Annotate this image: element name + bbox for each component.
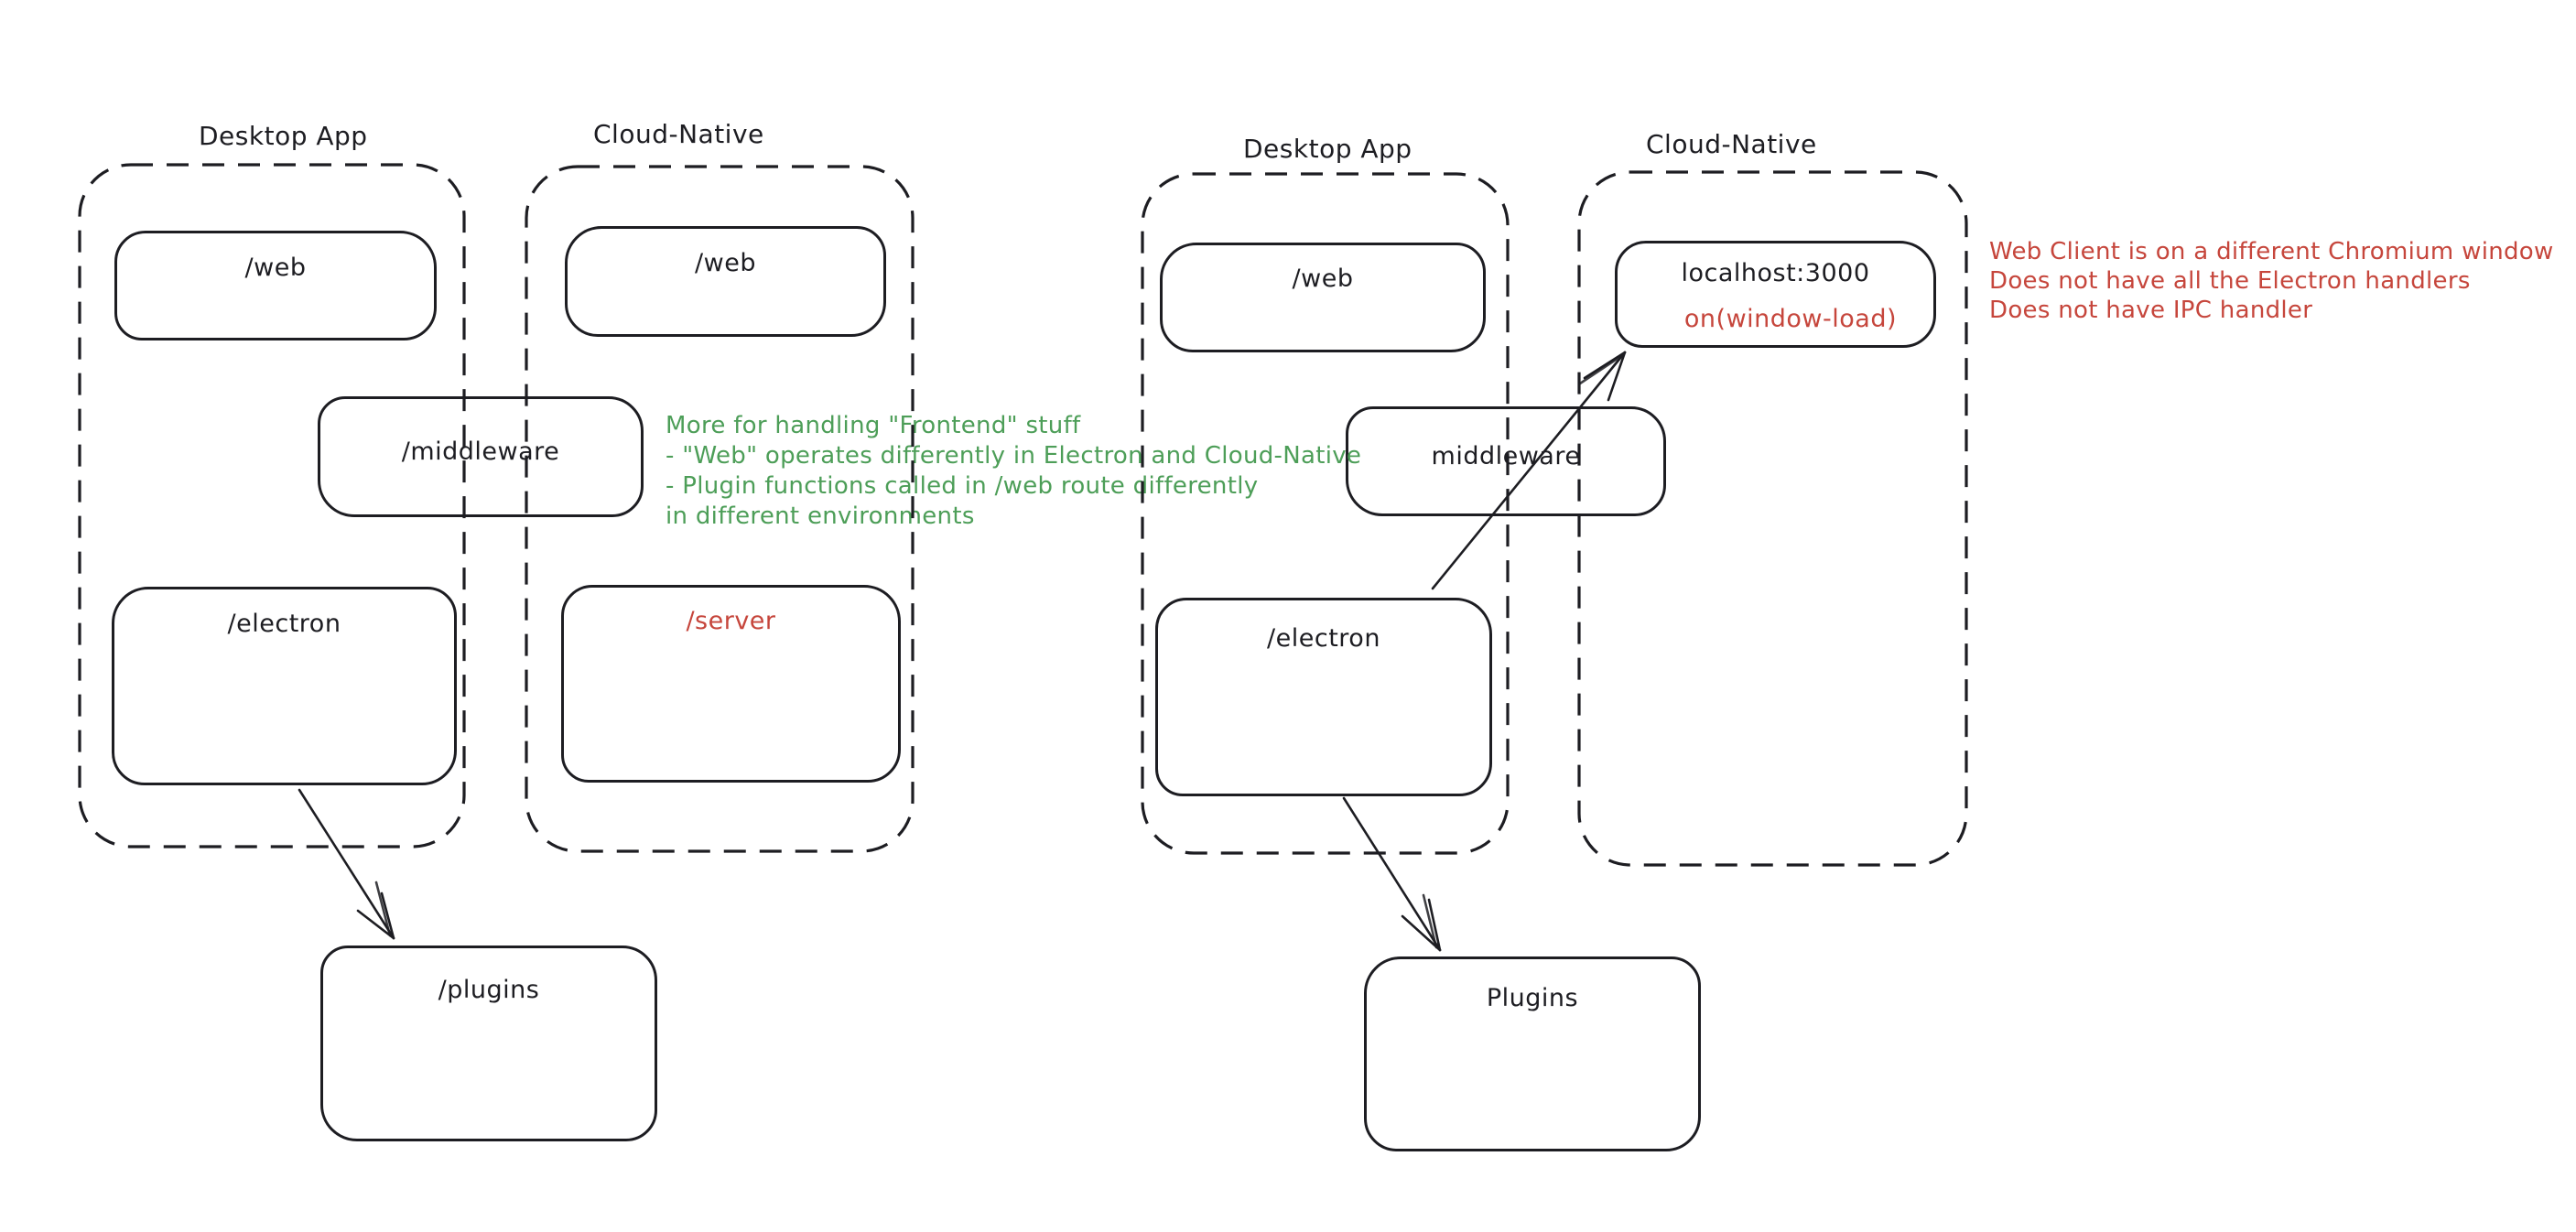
green-note-line-3: - Plugin functions called in /web route … bbox=[666, 472, 1259, 500]
right-cloud-native-container[interactable] bbox=[1577, 170, 1968, 867]
arrow-right-electron-to-localhost[interactable] bbox=[1431, 351, 1627, 590]
red-web-client-note[interactable]: Web Client is on a different Chromium wi… bbox=[1989, 237, 2554, 325]
right-middleware-label: middleware bbox=[1431, 442, 1581, 470]
left-web-desktop-label: /web bbox=[244, 254, 307, 282]
right-web-box[interactable]: /web bbox=[1160, 243, 1486, 352]
left-electron-label: /electron bbox=[227, 610, 341, 638]
left-plugins-box[interactable]: /plugins bbox=[320, 946, 657, 1141]
right-desktop-app-container[interactable] bbox=[1141, 172, 1510, 855]
green-note-line-1: More for handling "Frontend" stuff bbox=[666, 412, 1081, 439]
left-desktop-app-container[interactable] bbox=[78, 163, 466, 848]
right-electron-box[interactable]: /electron bbox=[1155, 598, 1492, 796]
left-web-desktop-box[interactable]: /web bbox=[114, 231, 437, 340]
left-web-cloud-box[interactable]: /web bbox=[565, 226, 886, 337]
right-middleware-box[interactable]: middleware bbox=[1346, 406, 1666, 516]
left-web-cloud-label: /web bbox=[695, 249, 756, 277]
right-cloud-native-group-label[interactable]: Cloud-Native bbox=[1646, 129, 1817, 159]
red-note-line-2: Does not have all the Electron handlers bbox=[1989, 267, 2471, 295]
red-note-line-1: Web Client is on a different Chromium wi… bbox=[1989, 238, 2554, 265]
green-note-line-2: - "Web" operates differently in Electron… bbox=[666, 442, 1362, 470]
right-window-load-label: on(window-load) bbox=[1683, 305, 1897, 333]
green-note-line-4: in different environments bbox=[666, 503, 975, 530]
left-electron-box[interactable]: /electron bbox=[112, 587, 457, 785]
right-plugins-label: Plugins bbox=[1486, 984, 1579, 1012]
red-note-line-3: Does not have IPC handler bbox=[1989, 297, 2313, 324]
right-localhost-box[interactable]: localhost:3000 on(window-load) bbox=[1615, 241, 1936, 348]
green-frontend-note[interactable]: More for handling "Frontend" stuff - "We… bbox=[666, 411, 1361, 532]
left-cloud-native-container[interactable] bbox=[525, 165, 915, 853]
left-desktop-app-group-label[interactable]: Desktop App bbox=[199, 121, 368, 151]
left-server-label: /server bbox=[686, 607, 776, 635]
right-localhost-label: localhost:3000 bbox=[1681, 259, 1870, 287]
right-desktop-app-group-label[interactable]: Desktop App bbox=[1243, 134, 1412, 164]
right-web-label: /web bbox=[1292, 265, 1354, 293]
right-electron-label: /electron bbox=[1267, 624, 1380, 653]
left-plugins-label: /plugins bbox=[438, 976, 540, 1004]
left-cloud-native-group-label[interactable]: Cloud-Native bbox=[593, 119, 764, 149]
left-middleware-label: /middleware bbox=[401, 438, 560, 466]
arrow-left-electron-to-plugins[interactable] bbox=[298, 788, 395, 940]
right-plugins-box[interactable]: Plugins bbox=[1364, 956, 1701, 1151]
left-middleware-box[interactable]: /middleware bbox=[318, 396, 644, 517]
left-server-box[interactable]: /server bbox=[561, 585, 901, 783]
arrow-right-electron-to-plugins[interactable] bbox=[1342, 796, 1442, 952]
